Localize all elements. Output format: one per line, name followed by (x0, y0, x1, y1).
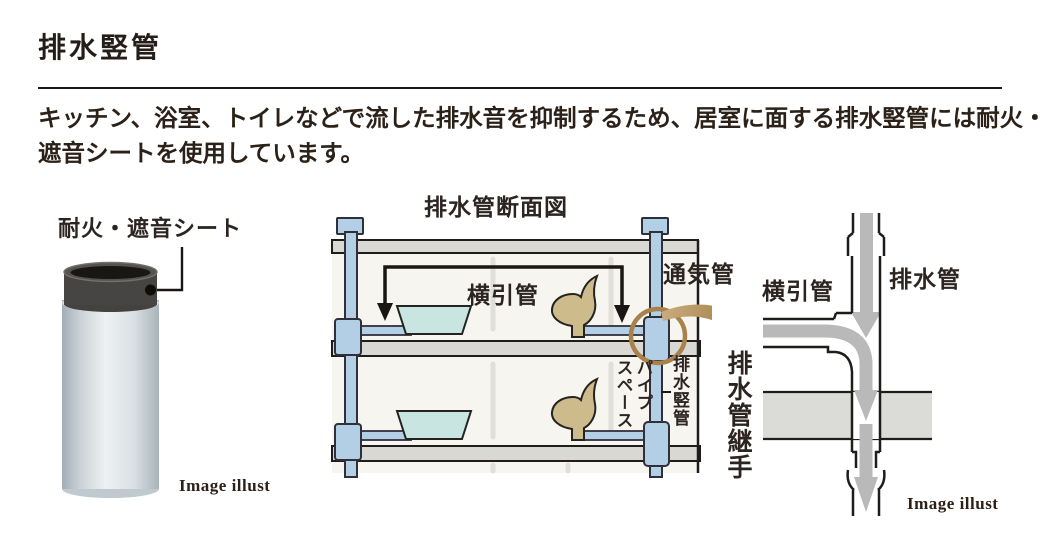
joint-highlight-circle (628, 306, 688, 366)
pipe-body (62, 294, 159, 498)
sink-icon (395, 410, 473, 440)
vent-pipe-label: 通気管 (663, 262, 735, 287)
leader-line (156, 247, 184, 292)
drain-pipe-label: 排水管 (889, 267, 961, 292)
sheet-label: 耐火・遮音シート (58, 216, 243, 241)
cross-section-title: 排水管断面図 (424, 195, 568, 220)
page-title: 排水竪管 (38, 33, 163, 64)
horizontal-pipe-label-detail: 横引管 (762, 279, 834, 304)
drain-riser-label: 排水竪管 (670, 355, 689, 427)
toilet-icon (550, 377, 599, 441)
flow-arrows (763, 213, 881, 512)
image-illust-caption-right: Image illust (907, 494, 999, 513)
intro-line-2: 遮音シートを使用しています。 (38, 141, 364, 167)
intro-line-1: キッチン、浴室、トイレなどで流した排水音を抑制するため、居室に面する排水竪管には… (38, 106, 1040, 132)
leader-dot (145, 284, 156, 296)
toilet-icon (550, 274, 599, 338)
pipe-space-label-col2: スペース (614, 359, 633, 429)
cross-section-diagram (331, 217, 712, 478)
joint-detail-diagram (763, 213, 932, 516)
pipe-space-label-col1: パイプ (634, 359, 653, 412)
title-divider (38, 87, 1002, 89)
partition-lines (490, 256, 614, 474)
pipe-photo-illustration (62, 247, 184, 498)
sheet-band (63, 261, 158, 312)
horizontal-pipe-label-cs: 横引管 (467, 283, 539, 308)
image-illust-caption-left: Image illust (179, 476, 271, 495)
intro-paragraph: キッチン、浴室、トイレなどで流した排水音を抑制するため、居室に面する排水竪管には… (38, 102, 1040, 172)
drain-joint-label: 排水管継手 (724, 350, 751, 480)
detail-pipe-outline (763, 213, 886, 516)
yokobiki-arrow (377, 265, 630, 323)
riser-pipes (334, 217, 670, 478)
sink-icon (395, 305, 473, 335)
floor-slabs (331, 239, 701, 462)
detail-floor-slab (763, 390, 932, 441)
zoom-arrow (661, 304, 712, 321)
